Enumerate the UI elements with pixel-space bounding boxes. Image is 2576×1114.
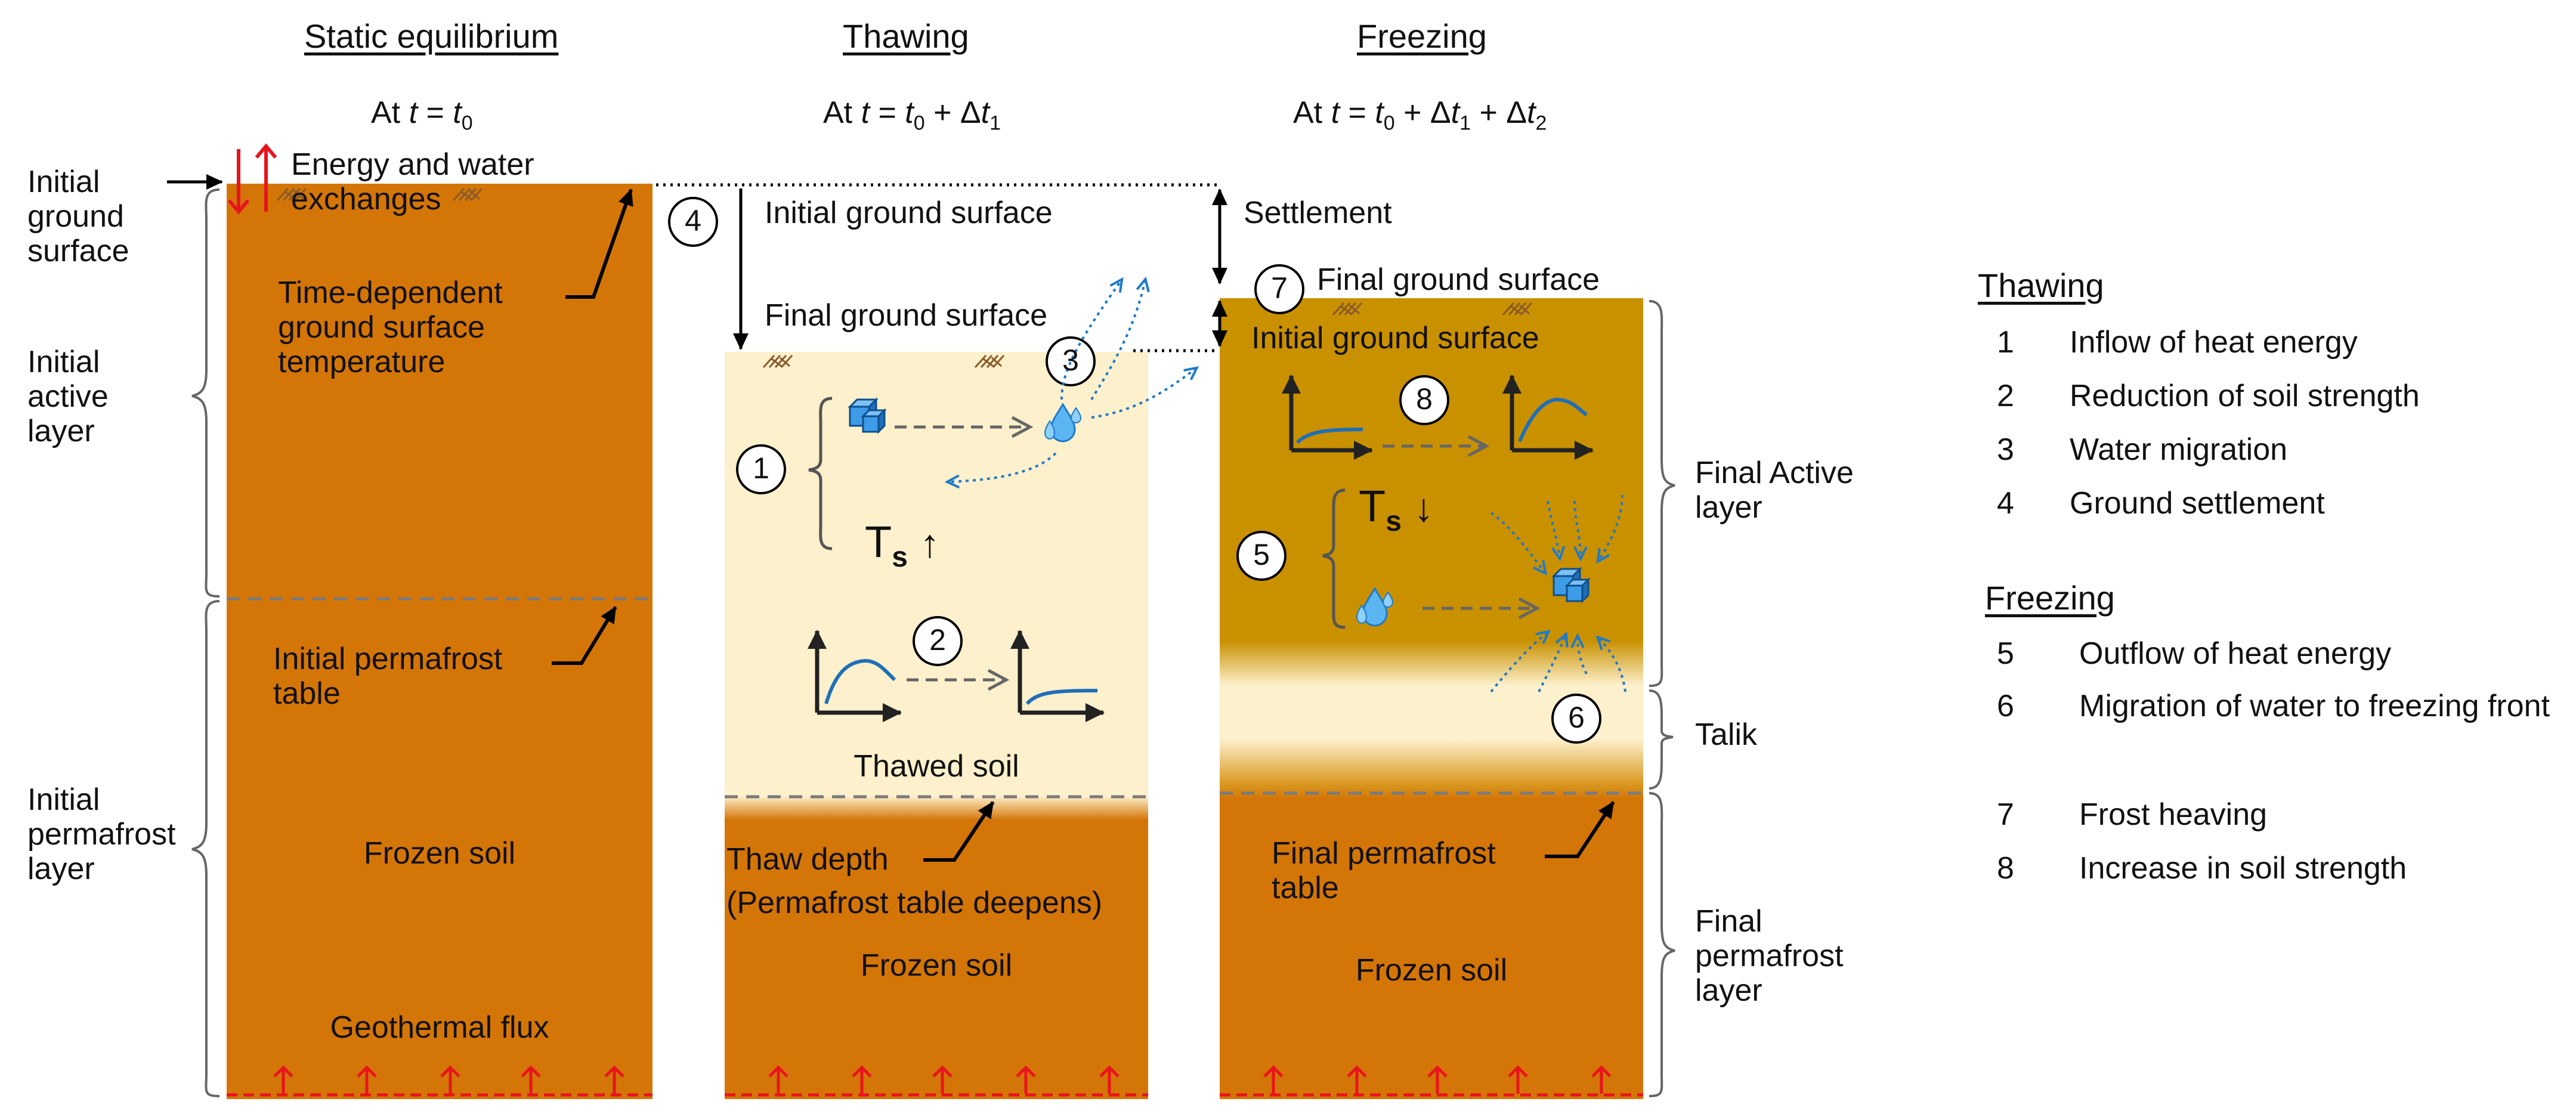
legend-item-number: 3 <box>1997 432 2014 467</box>
strength-chart-before-thaw <box>808 630 902 722</box>
label-final-active-layer: Final Active layer <box>1695 456 1854 525</box>
title-static-equilibrium: Static equilibrium <box>304 17 559 55</box>
legend-item-text: Reduction of soil strength <box>2070 379 2420 413</box>
num-2-label: 2 <box>929 623 946 657</box>
label-thaw-final-ground-surface: Final ground surface <box>765 298 1048 333</box>
static-geothermal-arrows <box>273 1065 624 1094</box>
brace-item-1 <box>808 397 833 550</box>
label-final-permafrost-layer: Final permafrost layer <box>1695 904 1844 1008</box>
label-frozen-soil-thaw: Frozen soil <box>860 948 1013 983</box>
label-initial-ground-surface: Initial ground surface <box>27 165 129 269</box>
label-frozen-soil-static: Frozen soil <box>363 836 516 871</box>
thaw-frozen-zone <box>725 820 1148 1099</box>
water-migration-arrows-freeze <box>1490 494 1626 693</box>
label-thaw-initial-ground-surface: Initial ground surface <box>765 196 1053 230</box>
num-5-circle <box>1236 531 1287 581</box>
num-1-label: 1 <box>753 451 769 485</box>
num-1-circle <box>736 444 786 494</box>
label-ground-surface-temperature: Time-dependent ground surface temperatur… <box>278 276 503 380</box>
label-final-permafrost-table: Final permafrost table <box>1272 836 1496 906</box>
static-soil-column <box>227 184 652 1099</box>
legend-item-text: Ground settlement <box>2070 486 2325 521</box>
legend-item-number: 7 <box>1997 797 2014 832</box>
label-thawed-soil: Thawed soil <box>853 749 1019 784</box>
num-2-circle <box>913 616 963 666</box>
num-8-label: 8 <box>1416 382 1433 416</box>
title-freezing: Freezing <box>1357 17 1487 55</box>
strength-chart-before-freeze <box>1282 375 1373 460</box>
permafrost-table-pointer <box>552 606 617 665</box>
num-7-label: 7 <box>1271 271 1288 305</box>
time-freezing: At t = t0 + Δt1 + Δt2 <box>1293 95 1547 135</box>
legend-item-text: Water migration <box>2070 432 2288 467</box>
brace-final-active-layer <box>1649 300 1675 687</box>
num-8-circle <box>1399 375 1449 425</box>
num-5-label: 5 <box>1253 538 1270 571</box>
legend-item-text: Increase in soil strength <box>2079 851 2407 886</box>
ts-fall-label: Ts ↓ <box>1359 481 1434 537</box>
legend-item-number: 1 <box>1997 325 2014 360</box>
num-7-circle <box>1254 264 1304 314</box>
brace-talik <box>1649 689 1674 790</box>
label-initial-permafrost-layer: Initial permafrost layer <box>27 782 176 887</box>
ts-rise-label: Ts ↑ <box>865 517 940 573</box>
label-frozen-soil-freeze: Frozen soil <box>1355 953 1508 988</box>
energy-exchange-arrows <box>227 143 277 215</box>
freeze-geothermal-arrows <box>1263 1065 1612 1094</box>
legend-item-number: 2 <box>1997 379 2014 413</box>
num-3-label: 3 <box>1062 344 1079 377</box>
brace-initial-active-layer <box>191 188 220 598</box>
label-initial-permafrost-table: Initial permafrost table <box>273 642 503 711</box>
legend-item-number: 5 <box>1997 636 2014 671</box>
legend-item-number: 4 <box>1997 486 2014 521</box>
num-3-circle <box>1046 336 1096 386</box>
label-thaw-depth-note: (Permafrost table deepens) <box>726 886 1103 920</box>
brace-final-permafrost-layer <box>1649 792 1675 1097</box>
legend-item-number: 8 <box>1997 851 2014 886</box>
thaw-depth-pointer <box>923 801 995 862</box>
strength-chart-after-freeze <box>1502 375 1594 460</box>
time-static: At t = t0 <box>371 95 473 135</box>
legend-freezing-title: Freezing <box>1985 579 2115 617</box>
label-freeze-final-ground-surface: Final ground surface <box>1317 262 1600 297</box>
brace-item-5 <box>1322 488 1346 629</box>
num-4-label: 4 <box>685 204 701 237</box>
label-settlement: Settlement <box>1244 196 1392 230</box>
strength-chart-after-thaw <box>1010 630 1105 722</box>
time-thawing: At t = t0 + Δt1 <box>823 95 1001 135</box>
label-geothermal-flux: Geothermal flux <box>330 1010 549 1045</box>
thaw-geothermal-arrows <box>768 1065 1120 1094</box>
label-initial-active-layer: Initial active layer <box>27 345 109 449</box>
ground-temp-pointer <box>565 188 633 299</box>
title-thawing: Thawing <box>843 17 969 55</box>
legend-item-text: Frost heaving <box>2079 797 2268 832</box>
legend-item-text: Outflow of heat energy <box>2079 636 2392 671</box>
legend-thawing-title: Thawing <box>1978 267 2104 304</box>
legend-item-number: 6 <box>1997 689 2014 723</box>
final-permafrost-table-pointer <box>1545 801 1615 858</box>
water-migration-arrows-thaw <box>948 280 1196 482</box>
thaw-thawed-zone <box>725 352 1148 796</box>
num-4-circle <box>668 197 718 247</box>
label-freeze-initial-ground-surface: Initial ground surface <box>1251 321 1539 355</box>
num-6-circle <box>1551 694 1601 744</box>
freeze-frozen-zone <box>1220 798 1643 1099</box>
label-energy-water-exchanges: Energy and water exchanges <box>291 147 534 217</box>
num-6-label: 6 <box>1568 701 1585 734</box>
thaw-boundary-blend <box>725 796 1148 820</box>
legend-item-text: Migration of water to freezing front <box>2079 689 2550 723</box>
legend-item-text: Inflow of heat energy <box>2070 325 2358 360</box>
brace-initial-permafrost-layer <box>191 600 220 1097</box>
label-talik: Talik <box>1695 717 1758 752</box>
label-thaw-depth: Thaw depth <box>726 842 889 877</box>
